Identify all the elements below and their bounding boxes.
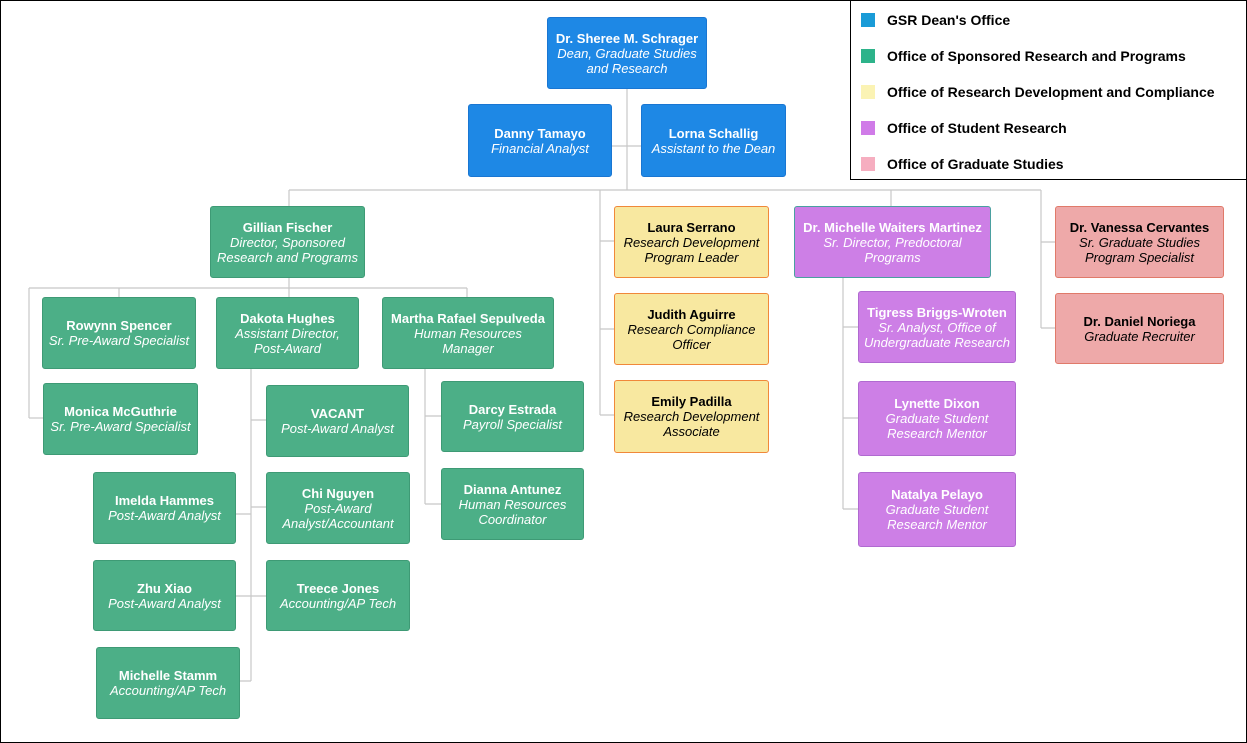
node-title: Post-Award Analyst	[281, 421, 394, 436]
org-node-schallig: Lorna Schallig Assistant to the Dean	[641, 104, 786, 177]
node-title: Sr. Director, Predoctoral Programs	[823, 234, 962, 265]
node-title: Director, Sponsored Research and Program…	[217, 234, 358, 265]
node-name: Dr. Vanessa Cervantes	[1069, 219, 1210, 235]
node-title: Post-Award Analyst	[108, 508, 221, 523]
org-node-serrano: Laura Serrano Research Development Progr…	[614, 206, 769, 278]
legend-swatch	[861, 121, 875, 135]
org-node-mcguthrie: Monica McGuthrie Sr. Pre-Award Specialis…	[43, 383, 198, 455]
legend-item-graduate-studies: Office of Graduate Studies	[861, 156, 1064, 172]
node-name: VACANT	[310, 406, 365, 421]
node-name: Natalya Pelayo	[891, 487, 983, 502]
org-node-pelayo: Natalya Pelayo Graduate Student Research…	[858, 472, 1016, 547]
node-title: Sr. Graduate Studies Program Specialist	[1079, 234, 1200, 265]
legend-label: GSR Dean's Office	[887, 12, 1011, 28]
org-node-nguyen: Chi Nguyen Post-Award Analyst/Accountant	[266, 472, 410, 544]
legend-label: Office of Student Research	[887, 120, 1067, 136]
node-name: Michelle Stamm	[118, 668, 218, 683]
legend-swatch	[861, 157, 875, 171]
legend-label: Office of Sponsored Research and Program…	[887, 48, 1186, 64]
node-name: Lorna Schallig	[668, 125, 759, 141]
org-node-sepulveda: Martha Rafael Sepulveda Human Resources …	[382, 297, 554, 369]
node-title: Payroll Specialist	[463, 416, 562, 432]
node-title: Accounting/AP Tech	[279, 595, 397, 611]
node-name: Rowynn Spencer	[66, 318, 172, 333]
org-node-fischer: Gillian Fischer Director, Sponsored Rese…	[210, 206, 365, 278]
node-title: Research Development Program Leader	[623, 234, 760, 265]
legend-swatch	[861, 85, 875, 99]
org-node-hughes: Dakota Hughes Assistant Director, Post-A…	[216, 297, 359, 369]
org-node-hammes: Imelda Hammes Post-Award Analyst	[93, 472, 236, 544]
node-title: Financial Analyst	[491, 140, 589, 156]
node-name: Martha Rafael Sepulveda	[391, 310, 545, 326]
org-node-antunez: Dianna Antunez Human Resources Coordinat…	[441, 468, 584, 540]
legend: GSR Dean's Office Office of Sponsored Re…	[850, 1, 1246, 180]
org-node-dixon: Lynette Dixon Graduate Student Research …	[858, 381, 1016, 456]
legend-swatch	[861, 49, 875, 63]
org-node-vacant: VACANT Post-Award Analyst	[266, 385, 409, 457]
node-name: Dr. Sheree M. Schrager	[555, 30, 699, 46]
node-title: Sr. Pre-Award Specialist	[50, 419, 191, 434]
org-node-xiao: Zhu Xiao Post-Award Analyst	[93, 560, 236, 631]
node-title: Assistant to the Dean	[651, 140, 776, 156]
org-node-cervantes: Dr. Vanessa Cervantes Sr. Graduate Studi…	[1055, 206, 1224, 278]
legend-label: Office of Graduate Studies	[887, 156, 1064, 172]
legend-label: Office of Research Development and Compl…	[887, 84, 1215, 100]
node-name: Laura Serrano	[647, 219, 736, 235]
node-title: Graduate Student Research Mentor	[885, 411, 989, 441]
node-name: Emily Padilla	[651, 394, 732, 409]
node-title: Accounting/AP Tech	[109, 683, 227, 698]
org-node-aguirre: Judith Aguirre Research Compliance Offic…	[614, 293, 769, 365]
node-title: Sr. Pre-Award Specialist	[48, 333, 190, 348]
org-node-jones: Treece Jones Accounting/AP Tech	[266, 560, 410, 631]
legend-item-sponsored-research: Office of Sponsored Research and Program…	[861, 48, 1186, 64]
legend-item-research-development: Office of Research Development and Compl…	[861, 84, 1215, 100]
legend-item-student-research: Office of Student Research	[861, 120, 1067, 136]
node-name: Lynette Dixon	[894, 396, 980, 411]
org-node-estrada: Darcy Estrada Payroll Specialist	[441, 381, 584, 452]
org-node-tamayo: Danny Tamayo Financial Analyst	[468, 104, 612, 177]
node-name: Gillian Fischer	[242, 219, 333, 235]
node-title: Post-Award Analyst	[108, 595, 221, 611]
node-name: Dianna Antunez	[463, 481, 562, 497]
node-title: Dean, Graduate Studies and Research	[557, 45, 697, 76]
org-node-stamm: Michelle Stamm Accounting/AP Tech	[96, 647, 240, 719]
node-title: Sr. Analyst, Office of Undergraduate Res…	[864, 319, 1010, 350]
node-title: Assistant Director, Post-Award	[235, 325, 340, 356]
node-name: Darcy Estrada	[468, 401, 557, 417]
node-name: Zhu Xiao	[137, 580, 192, 596]
node-title: Research Development Associate	[623, 409, 760, 439]
node-name: Imelda Hammes	[115, 493, 214, 508]
node-title: Graduate Recruiter	[1084, 328, 1195, 344]
org-node-spencer: Rowynn Spencer Sr. Pre-Award Specialist	[42, 297, 196, 369]
org-node-schrager: Dr. Sheree M. Schrager Dean, Graduate St…	[547, 17, 707, 89]
node-name: Judith Aguirre	[647, 306, 736, 322]
node-name: Tigress Briggs-Wroten	[867, 304, 1007, 320]
node-title: Research Compliance Officer	[627, 321, 756, 352]
org-node-noriega: Dr. Daniel Noriega Graduate Recruiter	[1055, 293, 1224, 364]
org-node-briggs: Tigress Briggs-Wroten Sr. Analyst, Offic…	[858, 291, 1016, 363]
node-name: Dr. Michelle Waiters Martinez	[803, 219, 982, 235]
node-name: Monica McGuthrie	[64, 404, 177, 419]
legend-swatch	[861, 13, 875, 27]
node-name: Danny Tamayo	[494, 125, 586, 141]
node-name: Chi Nguyen	[301, 485, 375, 501]
node-title: Graduate Student Research Mentor	[885, 502, 989, 532]
org-node-martinez: Dr. Michelle Waiters Martinez Sr. Direct…	[794, 206, 991, 278]
node-title: Human Resources Manager	[414, 325, 522, 356]
node-name: Dakota Hughes	[240, 310, 335, 326]
node-name: Treece Jones	[296, 580, 380, 596]
legend-item-gsr-deans-office: GSR Dean's Office	[861, 12, 1010, 28]
node-title: Human Resources Coordinator	[458, 496, 567, 527]
node-title: Post-Award Analyst/Accountant	[282, 500, 394, 531]
node-name: Dr. Daniel Noriega	[1083, 313, 1196, 329]
org-node-padilla: Emily Padilla Research Development Assoc…	[614, 380, 769, 453]
